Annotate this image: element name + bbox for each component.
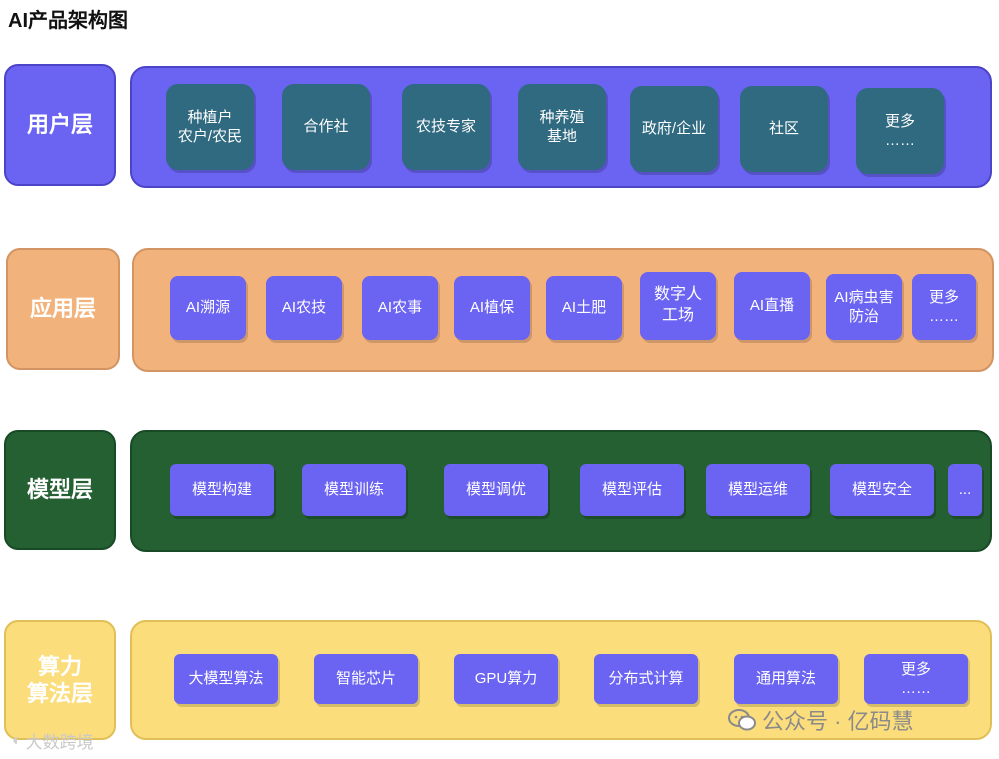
user-item-expert: 农技专家 xyxy=(402,84,490,170)
model-item-more: ... xyxy=(948,464,982,516)
user-item-cooperative: 合作社 xyxy=(282,84,370,170)
user-item-gov-enterprise: 政府/企业 xyxy=(630,86,718,172)
watermark-right: 公众号 · 亿码慧 xyxy=(728,704,914,736)
app-item-livestream: AI直播 xyxy=(734,272,810,340)
app-item-pest-control: AI病虫害 防治 xyxy=(826,274,902,340)
model-item-build: 模型构建 xyxy=(170,464,274,516)
watermark-left: ◐ 大数跨境 xyxy=(12,728,94,753)
app-item-plant-protection: AI植保 xyxy=(454,276,530,340)
model-item-tune: 模型调优 xyxy=(444,464,548,516)
user-item-base: 种养殖 基地 xyxy=(518,84,606,170)
compute-item-general-algorithm: 通用算法 xyxy=(734,654,838,704)
app-item-soil-fertilizer: AI土肥 xyxy=(546,276,622,340)
user-item-farmer: 种植户 农户/农民 xyxy=(166,84,254,170)
app-item-agritech: AI农技 xyxy=(266,276,342,340)
watermark-left-text: 大数跨境 xyxy=(25,733,94,752)
user-item-more: 更多 …… xyxy=(856,88,944,174)
user-layer-label: 用户层 xyxy=(4,64,116,186)
model-item-train: 模型训练 xyxy=(302,464,406,516)
compute-item-llm-algorithm: 大模型算法 xyxy=(174,654,278,704)
page-title: AI产品架构图 xyxy=(8,10,128,32)
wechat-icon xyxy=(728,709,756,731)
app-item-traceability: AI溯源 xyxy=(170,276,246,340)
application-layer-label: 应用层 xyxy=(6,248,120,370)
app-item-farming: AI农事 xyxy=(362,276,438,340)
compute-item-more: 更多 …… xyxy=(864,654,968,704)
compute-item-ai-chip: 智能芯片 xyxy=(314,654,418,704)
app-item-digital-human: 数字人 工场 xyxy=(640,272,716,340)
compute-layer-label: 算力 算法层 xyxy=(4,620,116,740)
user-item-community: 社区 xyxy=(740,86,828,172)
model-item-security: 模型安全 xyxy=(830,464,934,516)
watermark-right-text: 公众号 · 亿码慧 xyxy=(762,709,914,734)
app-item-more: 更多 …… xyxy=(912,274,976,340)
compute-item-gpu: GPU算力 xyxy=(454,654,558,704)
model-item-ops: 模型运维 xyxy=(706,464,810,516)
model-layer-label: 模型层 xyxy=(4,430,116,550)
compute-item-distributed: 分布式计算 xyxy=(594,654,698,704)
model-item-evaluate: 模型评估 xyxy=(580,464,684,516)
weibo-icon: ◐ xyxy=(12,731,22,749)
